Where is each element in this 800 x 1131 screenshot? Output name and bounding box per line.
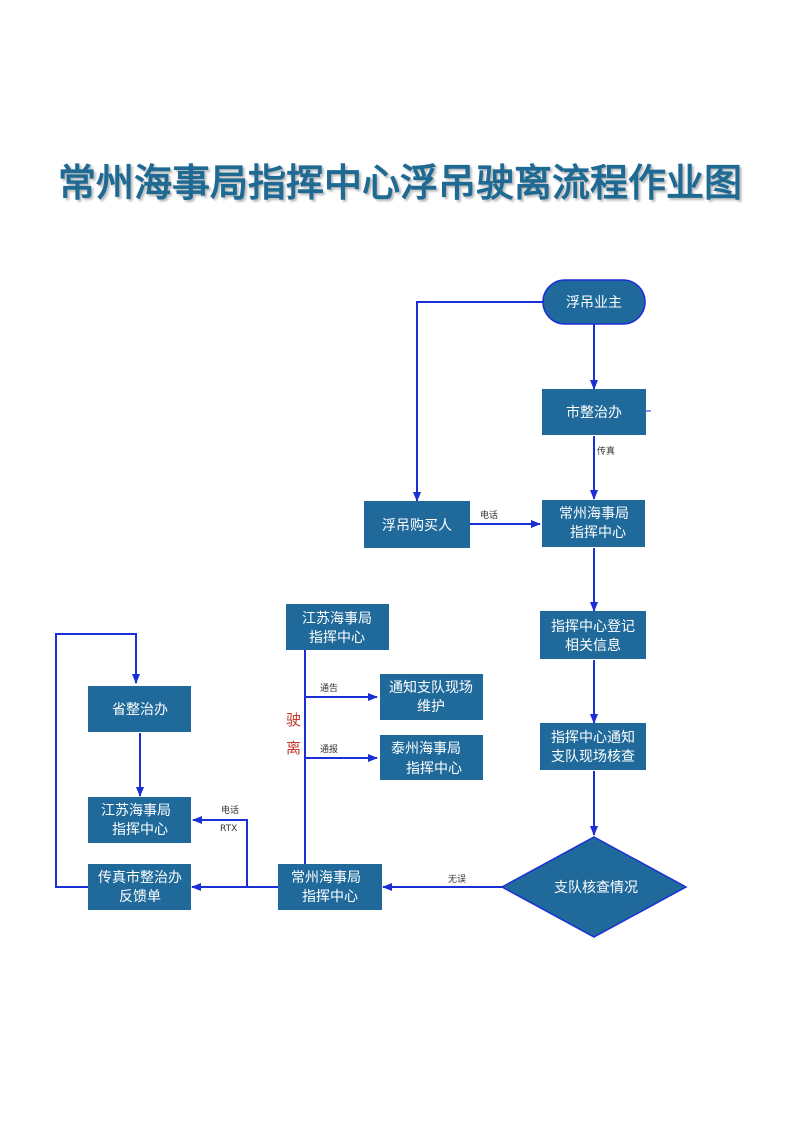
node-notify-check-line1: 指挥中心通知: [551, 729, 635, 746]
node-cz-center-bottom: 常州海事局 指挥中心: [278, 864, 382, 910]
node-cz-center-top-line2: 指挥中心: [570, 525, 626, 541]
node-buyer-label: 浮吊购买人: [382, 518, 452, 534]
node-js-center-left: 江苏海事局 指挥中心: [88, 797, 191, 843]
node-notify-check: 指挥中心通知 支队现场核查: [540, 723, 646, 770]
node-city-office: 市整治办: [542, 389, 646, 435]
node-js-center-left-line1: 江苏海事局: [101, 803, 171, 819]
node-cz-center-top: 常州海事局 指挥中心: [542, 500, 645, 547]
node-js-center-mid-line2: 指挥中心: [309, 630, 365, 646]
node-notify-maintain: 通知支队现场 维护: [380, 674, 483, 720]
node-province-office-label: 省整治办: [112, 702, 168, 718]
side-label-depart-2: 离: [286, 739, 301, 757]
edge-label-notice: 通报: [320, 743, 338, 755]
node-notify-maintain-line1: 通知支队现场: [389, 679, 473, 696]
edge-label-phone2: 电话: [221, 804, 239, 816]
edge-label-no-error: 无误: [448, 874, 466, 885]
node-notify-check-line2: 支队现场核查: [551, 749, 635, 765]
node-fax-feedback-line2: 反馈单: [119, 889, 161, 905]
node-buyer: 浮吊购买人: [364, 501, 470, 548]
node-notify-maintain-line2: 维护: [417, 699, 445, 715]
node-cz-center-bottom-line2: 指挥中心: [302, 889, 358, 905]
node-decision-label: 支队核查情况: [554, 880, 638, 896]
node-owner-label: 浮吊业主: [566, 295, 622, 311]
node-fax-feedback-line1: 传真市整治办: [98, 869, 182, 886]
edge-label-notify: 通告: [320, 682, 338, 694]
node-province-office: 省整治办: [88, 686, 191, 732]
node-cz-center-top-line1: 常州海事局: [559, 506, 629, 522]
node-tz-center: 泰州海事局 指挥中心: [380, 735, 483, 780]
node-register-line2: 相关信息: [565, 637, 621, 654]
node-tz-center-line2: 指挥中心: [406, 761, 462, 777]
edge-label-rtx: RTX: [220, 824, 237, 834]
edge-fax-loop-to-province: [55, 633, 140, 888]
edge-label-fax: 传真: [597, 445, 615, 457]
node-tz-center-line1: 泰州海事局: [391, 741, 461, 757]
node-city-office-label: 市整治办: [566, 404, 622, 421]
edge-owner-to-buyer: [413, 301, 543, 502]
connectors: [55, 301, 651, 891]
page-title: 常州海事局指挥中心浮吊驶离流程作业图: [57, 161, 742, 205]
node-js-center-mid: 江苏海事局 指挥中心: [286, 604, 389, 650]
node-decision: 支队核查情况: [500, 836, 688, 938]
node-js-center-mid-line1: 江苏海事局: [302, 611, 372, 627]
node-cz-center-bottom-line1: 常州海事局: [291, 870, 361, 886]
node-register: 指挥中心登记 相关信息: [540, 611, 646, 659]
node-fax-feedback: 传真市整治办 反馈单: [88, 864, 191, 910]
side-label-depart-1: 驶: [286, 711, 301, 729]
edge-rtx-to-js-left: [192, 816, 248, 887]
node-owner: 浮吊业主: [542, 279, 646, 325]
node-js-center-left-line2: 指挥中心: [112, 822, 168, 838]
edge-label-phone: 电话: [480, 509, 498, 521]
node-register-line1: 指挥中心登记: [551, 619, 635, 635]
